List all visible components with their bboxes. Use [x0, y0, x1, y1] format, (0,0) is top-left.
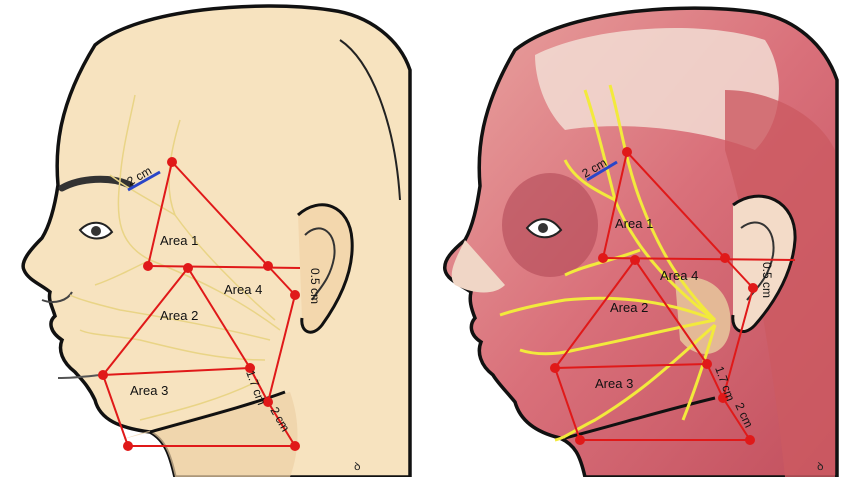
iris	[538, 223, 548, 233]
skin-face-illustration: Area 1 Area 2 Area 3 Area 4 2 cm 0.5 cm …	[0, 0, 420, 477]
landmark-point	[167, 157, 177, 167]
landmark-point	[98, 370, 108, 380]
landmark-point	[290, 290, 300, 300]
artist-logo: ꝺ	[354, 460, 361, 473]
landmark-point	[622, 147, 632, 157]
landmark-point	[702, 359, 712, 369]
iris	[91, 226, 101, 236]
area-3-label: Area 3	[130, 383, 168, 398]
landmark-point	[263, 261, 273, 271]
landmark-point	[745, 435, 755, 445]
area-2-label: Area 2	[610, 300, 648, 315]
landmark-point	[183, 263, 193, 273]
landmark-point	[550, 363, 560, 373]
area-1-label: Area 1	[160, 233, 198, 248]
landmark-point	[630, 255, 640, 265]
landmark-point	[575, 435, 585, 445]
landmark-point	[748, 283, 758, 293]
landmark-point	[143, 261, 153, 271]
muscle-face-svg: Area 1 Area 2 Area 3 Area 4 2 cm 0.5 cm …	[425, 0, 845, 477]
skin-face-svg: Area 1 Area 2 Area 3 Area 4 2 cm 0.5 cm …	[0, 0, 420, 477]
area-4-label: Area 4	[224, 282, 262, 297]
area-3-label: Area 3	[595, 376, 633, 391]
artist-logo: ꝺ	[817, 460, 824, 473]
measure-05cm-label: 0.5 cm	[308, 268, 322, 304]
landmark-point	[123, 441, 133, 451]
area-4-label: Area 4	[660, 268, 698, 283]
landmark-point	[598, 253, 608, 263]
measure-05cm-label: 0.5 cm	[760, 262, 774, 298]
muscle-face-illustration: Area 1 Area 2 Area 3 Area 4 2 cm 0.5 cm …	[425, 0, 845, 477]
area-2-label: Area 2	[160, 308, 198, 323]
area-1-label: Area 1	[615, 216, 653, 231]
landmark-point	[290, 441, 300, 451]
landmark-point	[720, 253, 730, 263]
